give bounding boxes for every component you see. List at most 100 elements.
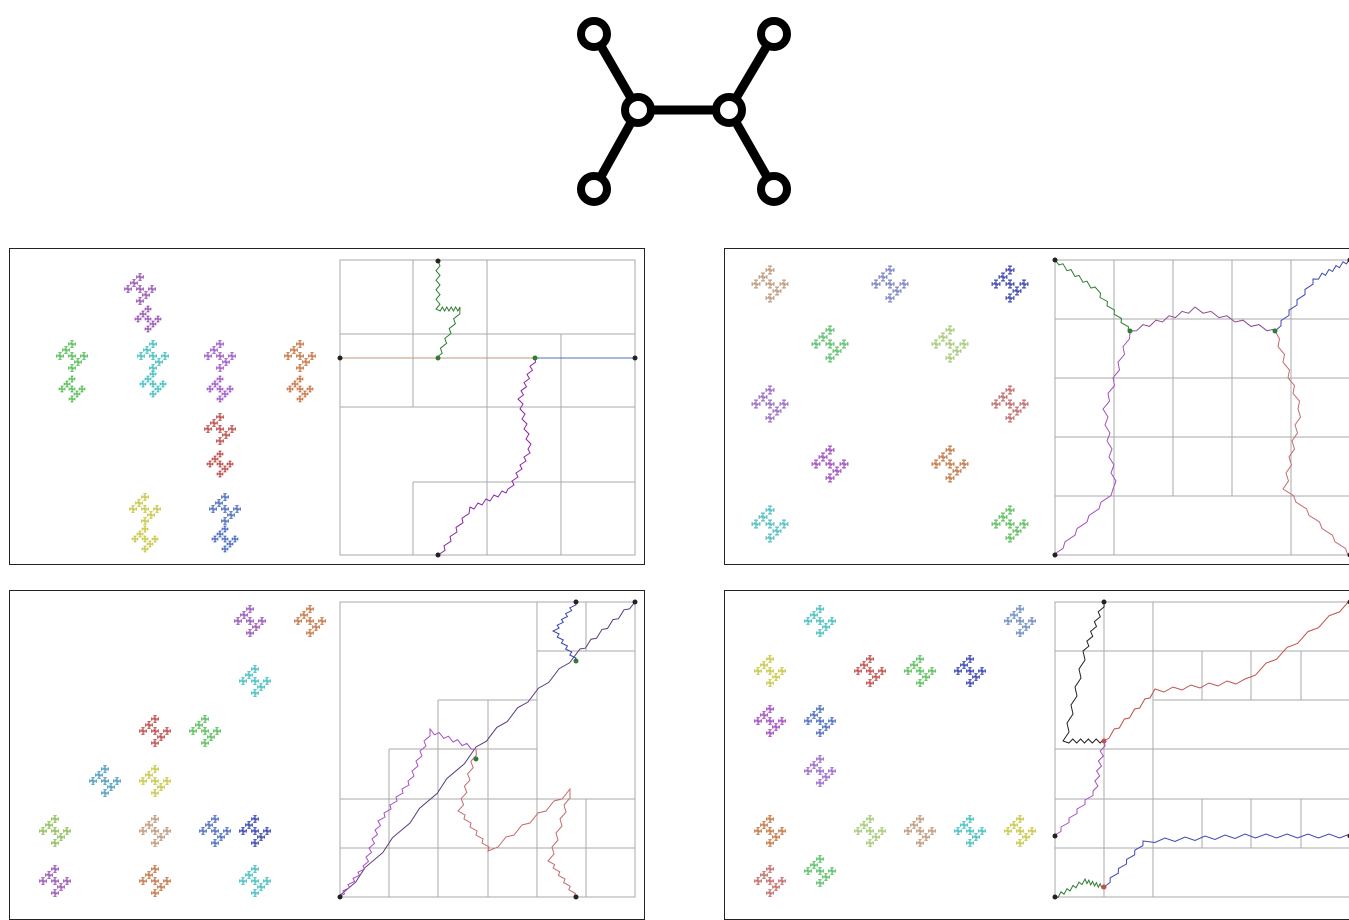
fractal-motif [766, 266, 774, 274]
fractal-motif [811, 762, 818, 769]
fractal-motif [211, 420, 218, 427]
fractal-motif [779, 828, 786, 835]
fractal-motif [773, 287, 781, 295]
fractal-motif [148, 512, 155, 519]
fractal-motif [917, 656, 924, 663]
fractal-motif [125, 286, 132, 293]
fractal-motif [232, 536, 238, 542]
fractal-motif [766, 506, 774, 514]
fractal-motif [829, 618, 836, 625]
fractal-motif [234, 506, 241, 513]
fractal-motif [217, 376, 223, 382]
fractal-motif [206, 822, 213, 829]
fractal-motif [217, 386, 223, 392]
fractal-motif [855, 668, 862, 675]
fractal-motif [1006, 280, 1014, 288]
fractal-motif [217, 451, 223, 457]
fractal-motif [210, 506, 217, 513]
fractal-motif [223, 432, 230, 439]
curve-path [1055, 260, 1129, 331]
fractal-motif [867, 680, 874, 687]
fractal-motif [817, 718, 824, 725]
fractal-motif [74, 391, 80, 397]
fractal-motif [1017, 840, 1024, 847]
fractal-motif [766, 414, 774, 422]
fractal-motif [917, 840, 924, 847]
fractal-motif [867, 828, 874, 835]
fractal-motif [917, 668, 924, 675]
fractal-motif [149, 286, 156, 293]
fractal-motif [140, 878, 147, 885]
fractal-motif [142, 546, 148, 552]
fractal-motif [108, 784, 115, 791]
fractal-motif [767, 866, 774, 873]
fractal-motif [211, 347, 218, 354]
fractal-motif [773, 834, 780, 841]
fractal-motif [287, 386, 293, 392]
fractal-motif [861, 822, 868, 829]
curve-path [1275, 331, 1348, 555]
fractal-motif [135, 316, 141, 322]
fractal-motif [886, 266, 894, 274]
fractal-motif [222, 536, 228, 542]
fractal-motif [780, 520, 788, 528]
fractal-motif [252, 840, 259, 847]
fractal-motif [217, 461, 223, 467]
fractal-motif [1023, 624, 1030, 631]
fractal-motif [142, 526, 148, 532]
fractal-motif [152, 866, 159, 873]
fractal-motif [140, 381, 146, 387]
fractal-motif [766, 534, 774, 542]
fractal-motif [190, 728, 197, 735]
fractal-motif [767, 706, 774, 713]
fractal-motif [767, 890, 774, 897]
grid-frame [1055, 260, 1349, 555]
fractal-motif [826, 326, 834, 334]
graph-node [761, 21, 787, 47]
fractal-motif [773, 674, 780, 681]
endpoint-dot [1102, 600, 1107, 605]
fractal-motif [64, 381, 70, 387]
fractal-motif [1029, 828, 1036, 835]
fractal-motif [929, 668, 936, 675]
fractal-motif [767, 878, 774, 885]
fractal-motif [247, 630, 254, 637]
fractal-motif [155, 316, 161, 322]
fractal-motif [805, 718, 812, 725]
fractal-motif [867, 656, 874, 663]
fractal-motif [979, 668, 986, 675]
fractal-motif [823, 774, 830, 781]
fractal-motif [132, 536, 138, 542]
fractal-motif [805, 618, 812, 625]
fractal-motif [817, 868, 824, 875]
fractal-motif [999, 273, 1007, 281]
fractal-motif [766, 400, 774, 408]
fractal-motif [967, 828, 974, 835]
fractal-motif [154, 506, 161, 513]
fractal-motif [992, 400, 1000, 408]
fractal-motif [923, 674, 930, 681]
fractal-motif [309, 353, 316, 360]
fractal-motif [829, 768, 836, 775]
curve-path [1055, 879, 1104, 897]
fractal-motif [137, 274, 144, 281]
fractal-motif [297, 365, 304, 372]
fractal-motif [142, 518, 149, 525]
fractal-motif [297, 353, 304, 360]
fractal-motif [252, 678, 259, 685]
fractal-motif [222, 494, 229, 501]
fractal-motif [223, 359, 230, 366]
fractal-motif [150, 365, 157, 372]
fractal-motif [861, 662, 868, 669]
fractal-motif [246, 872, 253, 879]
fractal-motif [222, 526, 228, 532]
fractal-motif [137, 298, 144, 305]
fractal-motif [146, 722, 153, 729]
fractal-motif [817, 618, 824, 625]
fractal-motif [905, 668, 912, 675]
fractal-motif [235, 618, 242, 625]
fractal-motif [773, 884, 780, 891]
fractal-motif [69, 376, 75, 382]
fractal-motif [214, 728, 221, 735]
fractal-motif [64, 828, 71, 835]
